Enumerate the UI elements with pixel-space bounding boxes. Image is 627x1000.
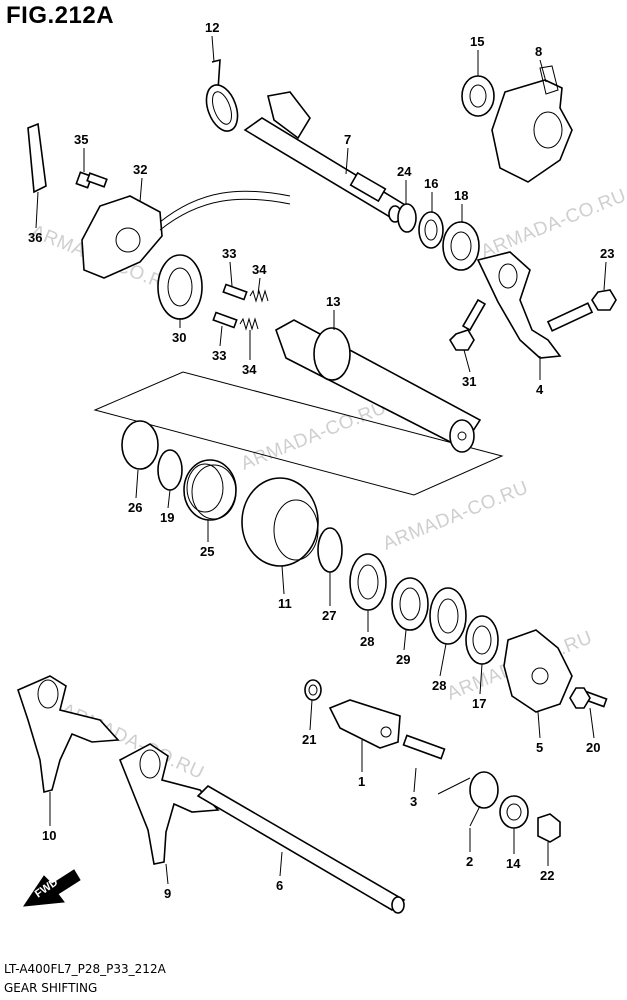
callout-34: 34	[252, 262, 267, 277]
callout-33: 33	[212, 348, 226, 363]
callout-14: 14	[506, 856, 521, 871]
callout-22: 22	[540, 868, 554, 883]
callout-21: 21	[302, 732, 316, 747]
callout-4: 4	[536, 382, 544, 397]
part-35-bolt	[75, 171, 108, 189]
part-28-washer-lower	[429, 587, 467, 645]
part-36-clamp	[27, 122, 47, 194]
callout-6: 6	[276, 878, 283, 893]
callout-1: 1	[358, 774, 365, 789]
callouts: 12 15 8 35 32 7 24 16 18 36 33 34 23 13 …	[28, 20, 614, 901]
callout-19: 19	[160, 510, 174, 525]
part-31-bolt	[448, 298, 487, 351]
part-14-washer	[499, 795, 529, 829]
part-22-nut	[537, 813, 561, 843]
callout-35: 35	[74, 132, 88, 147]
part-9-shift-fork	[118, 743, 220, 865]
part-6-fork-shaft	[196, 784, 406, 914]
callout-5: 5	[536, 740, 543, 755]
callout-27: 27	[322, 608, 336, 623]
callout-18: 18	[454, 188, 468, 203]
part-21-washer	[304, 679, 322, 701]
part-34-spring-lower	[239, 317, 259, 331]
part-27-circlip	[317, 527, 343, 573]
callout-28: 28	[432, 678, 446, 693]
part-18-seal	[442, 221, 480, 271]
callout-23: 23	[600, 246, 614, 261]
part-28-washer-upper	[349, 553, 387, 611]
part-26-circlip	[121, 420, 159, 470]
figure-title: FIG.212A	[6, 2, 115, 29]
callout-20: 20	[586, 740, 600, 755]
part-3-bolt	[402, 734, 446, 760]
callout-29: 29	[396, 652, 410, 667]
part-19-circlip	[157, 449, 183, 491]
subassembly-outline	[93, 371, 504, 496]
part-23-nut	[591, 289, 617, 311]
callout-30: 30	[172, 330, 186, 345]
part-24-circlip	[397, 203, 417, 233]
callout-3: 3	[410, 794, 417, 809]
part-11-gear	[241, 477, 319, 567]
part-29-bearing	[391, 577, 429, 631]
callout-33: 33	[222, 246, 236, 261]
diagram-code: LT-A400FL7_P28_P33_212A	[4, 962, 166, 976]
fwd-arrow: FWD	[22, 869, 81, 907]
callout-7: 7	[344, 132, 351, 147]
callout-12: 12	[205, 20, 219, 35]
callout-9: 9	[164, 886, 171, 901]
part-32-sensor	[81, 190, 291, 279]
callout-17: 17	[472, 696, 486, 711]
part-16-washer	[418, 211, 444, 249]
diagram-name: GEAR SHIFTING	[4, 981, 98, 995]
part-15-bushing	[461, 75, 495, 117]
callout-36: 36	[28, 230, 42, 245]
part-20-bolt	[569, 687, 608, 709]
callout-10: 10	[42, 828, 56, 843]
part-5-stopper	[503, 629, 573, 713]
callout-16: 16	[424, 176, 438, 191]
part-25-spring	[183, 459, 237, 521]
part-1-cam-arm	[328, 699, 401, 749]
callout-34: 34	[242, 362, 257, 377]
part-33-pin-upper	[222, 283, 248, 301]
part-17-washer	[465, 615, 499, 665]
callout-13: 13	[326, 294, 340, 309]
callout-26: 26	[128, 500, 142, 515]
part-34-spring-upper	[249, 289, 269, 303]
callout-11: 11	[278, 596, 292, 611]
watermark: ARMADA-CO.RU	[380, 477, 531, 554]
part-2-spring	[437, 771, 499, 827]
callout-25: 25	[200, 544, 214, 559]
watermark: ARMADA-CO.RU	[238, 397, 389, 474]
part-8-gear-arm	[491, 65, 573, 183]
callout-2: 2	[466, 854, 473, 869]
callout-24: 24	[397, 164, 412, 179]
part-4-shift-arm	[476, 251, 594, 359]
callout-31: 31	[462, 374, 476, 389]
part-13-shift-drum	[275, 319, 482, 453]
callout-28: 28	[360, 634, 374, 649]
callout-8: 8	[535, 44, 542, 59]
part-12-spring	[205, 58, 239, 132]
part-30-gasket	[157, 254, 203, 320]
callout-32: 32	[133, 162, 147, 177]
callout-15: 15	[470, 34, 484, 49]
part-7-shift-shaft	[243, 91, 412, 223]
part-10-shift-fork	[17, 675, 120, 793]
part-33-pin-lower	[212, 311, 238, 329]
